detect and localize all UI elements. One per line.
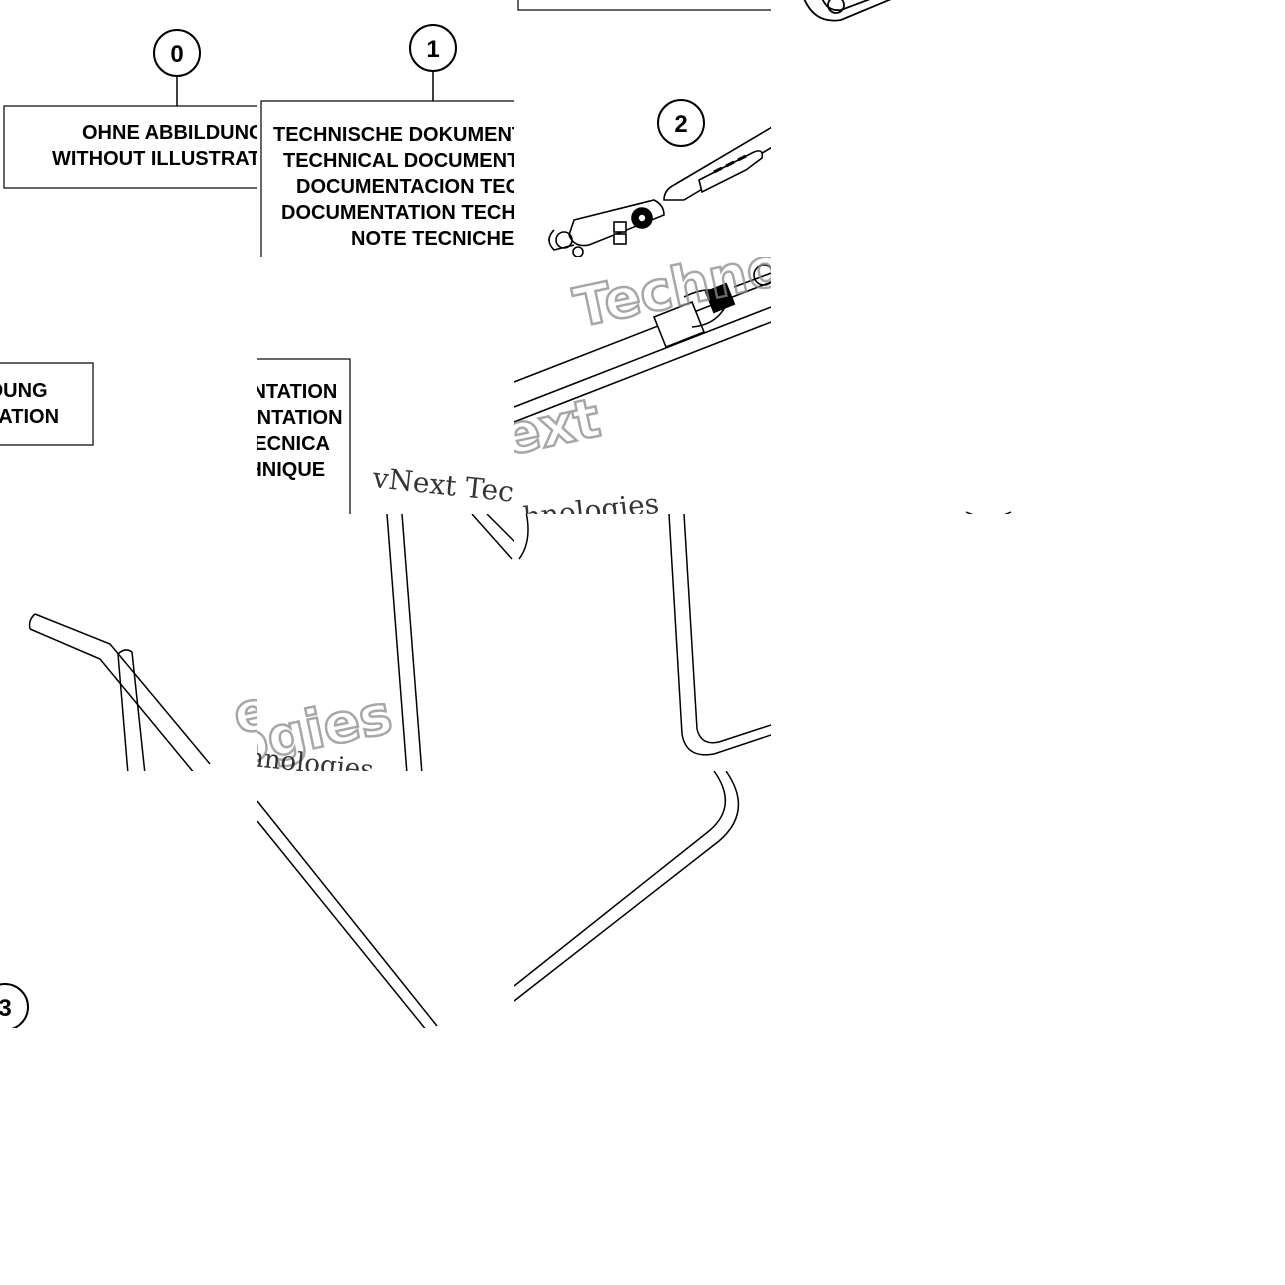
callout-2-number: 2 bbox=[674, 111, 687, 138]
tile-r0-c3 bbox=[771, 0, 1028, 257]
tile-r3-c1 bbox=[257, 771, 514, 1028]
callout-1-label-box bbox=[260, 100, 514, 257]
callout-1-line-1-continued: TECHNISCHE DOKUMENTATION bbox=[257, 381, 337, 403]
callout-2-marker: 2 bbox=[657, 99, 705, 147]
frame-tube-drawing-bottom-right bbox=[514, 771, 740, 1002]
grip-end-drawing bbox=[803, 0, 892, 22]
callout-0-label-box-continued bbox=[0, 362, 94, 446]
frame-tube-drawing-lower bbox=[257, 800, 438, 1028]
callout-0-line-2: WITHOUT ILLUSTRATION bbox=[52, 148, 257, 170]
watermark-serif-2: hnologies bbox=[521, 487, 660, 514]
tile-r2-c2 bbox=[514, 514, 771, 771]
handlebar-part-drawing bbox=[548, 126, 771, 257]
tile-r3-c0: 3 bbox=[0, 771, 257, 1028]
callout-1-line-5: NOTE TECNICHE bbox=[351, 228, 514, 250]
callout-0-line-1-continued: OHNE ABBILDUNG bbox=[0, 380, 48, 402]
tile-r2-c0: ext bbox=[0, 514, 257, 771]
callout-1-line-2: TECHNICAL DOCUMENTATION bbox=[283, 150, 514, 172]
tile-r0-c0: 0 OHNE ABBILDUNG WITHOUT ILLUSTRATION bbox=[0, 0, 257, 257]
callout-1-marker: 1 bbox=[409, 24, 457, 101]
callout-0-label-box bbox=[3, 105, 257, 189]
frame-tube-drawing-left bbox=[28, 613, 211, 771]
tile-r1-c2: Techno vNext hnologies bbox=[514, 257, 771, 514]
callout-1-number: 1 bbox=[426, 36, 439, 63]
callout-1-line-1: TECHNISCHE DOKUMENTATION bbox=[273, 124, 514, 146]
tile-r1-c1: TECHNISCHE DOKUMENTATION TECHNICAL DOCUM… bbox=[257, 257, 514, 514]
tile-r1-c0: OHNE ABBILDUNG WITHOUT ILLUSTRATION bbox=[0, 257, 257, 514]
callout-3-number: 3 bbox=[0, 995, 12, 1022]
callout-1-line-4-continued: DOCUMENTATION TECHNIQUE bbox=[257, 459, 325, 481]
tile-r3-c2 bbox=[514, 771, 771, 1028]
callout-1-line-3-continued: DOCUMENTACION TECNICA bbox=[257, 433, 330, 455]
tile-r0-c1: 1 TECHNISCHE DOKUMENTATION TECHNICAL DOC… bbox=[257, 0, 514, 257]
callout-1-label-box-continued bbox=[257, 358, 351, 514]
cable-clamp-drawing bbox=[514, 264, 771, 423]
watermark-outline-3: ext bbox=[228, 665, 257, 747]
callout-3-marker: 3 bbox=[0, 983, 29, 1028]
callout-0-line-1: OHNE ABBILDUNG bbox=[82, 122, 257, 144]
tile-r2-c1: logies chnologies bbox=[257, 514, 514, 771]
tile-r1-c3 bbox=[771, 257, 1028, 514]
callout-0-number: 0 bbox=[170, 41, 183, 68]
callout-0-marker: 0 bbox=[153, 29, 201, 106]
callout-1-line-4: DOCUMENTATION TECHNIQUE bbox=[281, 202, 514, 224]
frame-tube-drawing-right bbox=[518, 514, 771, 756]
callout-1-line-2-continued: TECHNICAL DOCUMENTATION bbox=[257, 407, 343, 429]
frame-tube-drawing-center bbox=[386, 514, 514, 771]
callout-0-line-2-continued: WITHOUT ILLUSTRATION bbox=[0, 406, 59, 428]
watermark-outline-2: vNext bbox=[514, 386, 605, 485]
tile-r0-c2: 2 bbox=[514, 0, 771, 257]
callout-1-line-3: DOCUMENTACION TECNICA bbox=[296, 176, 514, 198]
watermark-serif-1: vNext Tec bbox=[370, 461, 514, 509]
